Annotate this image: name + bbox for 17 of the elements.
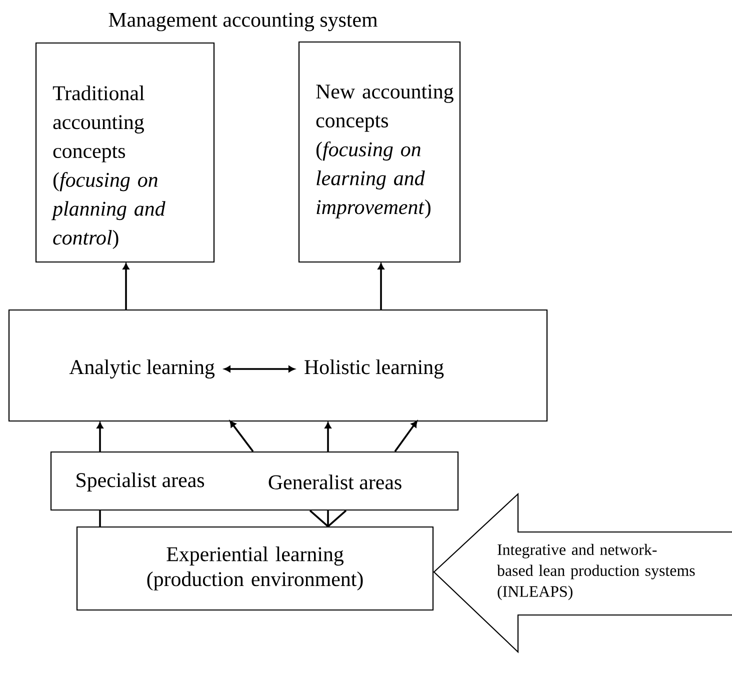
arrow [324,422,332,452]
node-label: Analytic learning [69,359,215,378]
group-box [8,309,548,422]
arrow [224,366,295,372]
concept-box: New accounting concepts (focusing on learning and improvement) [298,41,461,263]
title: Management accounting system [108,12,378,32]
arrow [230,420,254,452]
arrow [394,420,418,452]
concept-box: Traditional accounting concepts (focusing on planning and control) [35,42,215,263]
process-box: Experiential learning (production environment) [76,526,434,611]
node-label: Generalist areas [268,474,402,490]
node-label: Specialist areas [76,472,204,492]
node-label: Holistic learning [304,359,444,378]
arrow [96,422,104,452]
group-box [50,451,459,511]
arrow [122,263,130,310]
arrow [378,263,384,310]
